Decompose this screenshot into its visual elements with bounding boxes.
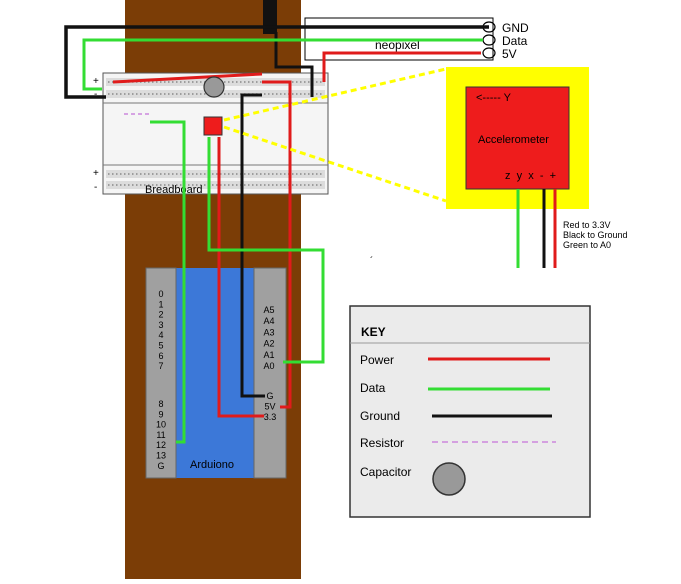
arduino-pin-label: 4 bbox=[158, 330, 163, 340]
key-swatch-capacitor bbox=[432, 462, 466, 496]
neopixel-pin-5v bbox=[482, 47, 496, 59]
power-wire-arduino-5v bbox=[262, 80, 292, 409]
arduino-pin-label: G bbox=[266, 391, 273, 401]
accelerometer-title: Accelerometer bbox=[478, 134, 549, 146]
arduino-pin-label: 2 bbox=[158, 310, 163, 320]
breadboard-plus-bottom: + bbox=[93, 168, 99, 179]
key-label-power: Power bbox=[360, 353, 394, 367]
power-wire-neopixel bbox=[322, 51, 481, 82]
power-wire-rail bbox=[112, 72, 263, 84]
key-panel bbox=[349, 305, 591, 518]
accelerometer-link-1 bbox=[223, 67, 447, 122]
arduino-pin-label: 9 bbox=[158, 409, 163, 419]
arduino-pin-label: A4 bbox=[263, 316, 274, 326]
breadboard-bottom-rail-minus bbox=[106, 181, 325, 189]
accelerometer-note-green: Green to A0 bbox=[563, 240, 611, 250]
arduino-left-header bbox=[145, 267, 177, 479]
top-cable bbox=[263, 0, 277, 34]
arduino-pin-label: 10 bbox=[156, 420, 166, 430]
accelerometer-link-2 bbox=[223, 125, 447, 203]
key-label-resistor: Resistor bbox=[360, 436, 404, 450]
accelerometer-axis-arrow: <----- Y bbox=[476, 92, 512, 104]
key-title: KEY bbox=[361, 325, 386, 339]
arduino-pin-label: 12 bbox=[156, 440, 166, 450]
arduino-pin-label: A3 bbox=[263, 327, 274, 337]
arduino-pin-label: 11 bbox=[156, 430, 165, 440]
breadboard-label: Breadboard bbox=[145, 184, 203, 196]
neopixel-pin-label-5v: 5V bbox=[502, 47, 517, 61]
accelerometer-note-black: Black to Ground bbox=[563, 230, 628, 240]
accelerometer-pin-labels: z y x - + bbox=[505, 170, 556, 182]
arduino-pin-label: 0 bbox=[158, 289, 163, 299]
arduino-pin-label: 5V bbox=[264, 402, 275, 412]
arduino-pin-label: A1 bbox=[263, 350, 274, 360]
stray-mark: ´ bbox=[370, 255, 373, 267]
arduino-pin-label: 3.3 bbox=[264, 412, 277, 422]
ground-wire-drop bbox=[274, 32, 314, 97]
arduino-pin-label: A2 bbox=[263, 339, 274, 349]
arduino-pin-label: 1 bbox=[158, 299, 163, 309]
data-wire-accel-a0 bbox=[207, 137, 325, 364]
ground-wire-neopixel bbox=[64, 25, 489, 99]
arduino-pin-label: 13 bbox=[156, 451, 166, 461]
power-wire-accel bbox=[217, 137, 264, 418]
arduino-right-header bbox=[253, 267, 287, 479]
neopixel-pin-label-data: Data bbox=[502, 34, 528, 48]
data-wire-arduino-13 bbox=[150, 120, 186, 444]
arduino-pin-label: G bbox=[157, 461, 164, 471]
key-label-ground: Ground bbox=[360, 409, 400, 423]
arduino-pin-label: 3 bbox=[158, 320, 163, 330]
breadboard-minus-bottom: - bbox=[94, 182, 97, 193]
neopixel-pin-label-gnd: GND bbox=[502, 21, 529, 35]
ground-wire-arduino bbox=[240, 93, 265, 398]
breadboard-capacitor bbox=[203, 76, 225, 98]
breadboard-bottom-rail-plus bbox=[106, 170, 325, 178]
arduino-pin-label: 6 bbox=[158, 351, 163, 361]
accelerometer-connector bbox=[203, 116, 223, 136]
arduino-pin-label: 7 bbox=[158, 361, 163, 371]
breadboard-minus-top: - bbox=[94, 89, 97, 100]
arduino-pin-label: 8 bbox=[158, 399, 163, 409]
key-label-capacitor: Capacitor bbox=[360, 465, 411, 479]
breadboard-plus-top: + bbox=[93, 76, 99, 87]
arduino-label: Arduiono bbox=[190, 459, 234, 471]
arduino-pin-label: A5 bbox=[263, 305, 274, 315]
accelerometer-chip bbox=[465, 86, 570, 190]
arduino-pin-label: A0 bbox=[263, 361, 274, 371]
accelerometer-note-red: Red to 3.3V bbox=[563, 220, 611, 230]
arduino-pin-label: 5 bbox=[158, 341, 163, 351]
key-label-data: Data bbox=[360, 381, 386, 395]
data-wire-neopixel bbox=[82, 38, 483, 91]
